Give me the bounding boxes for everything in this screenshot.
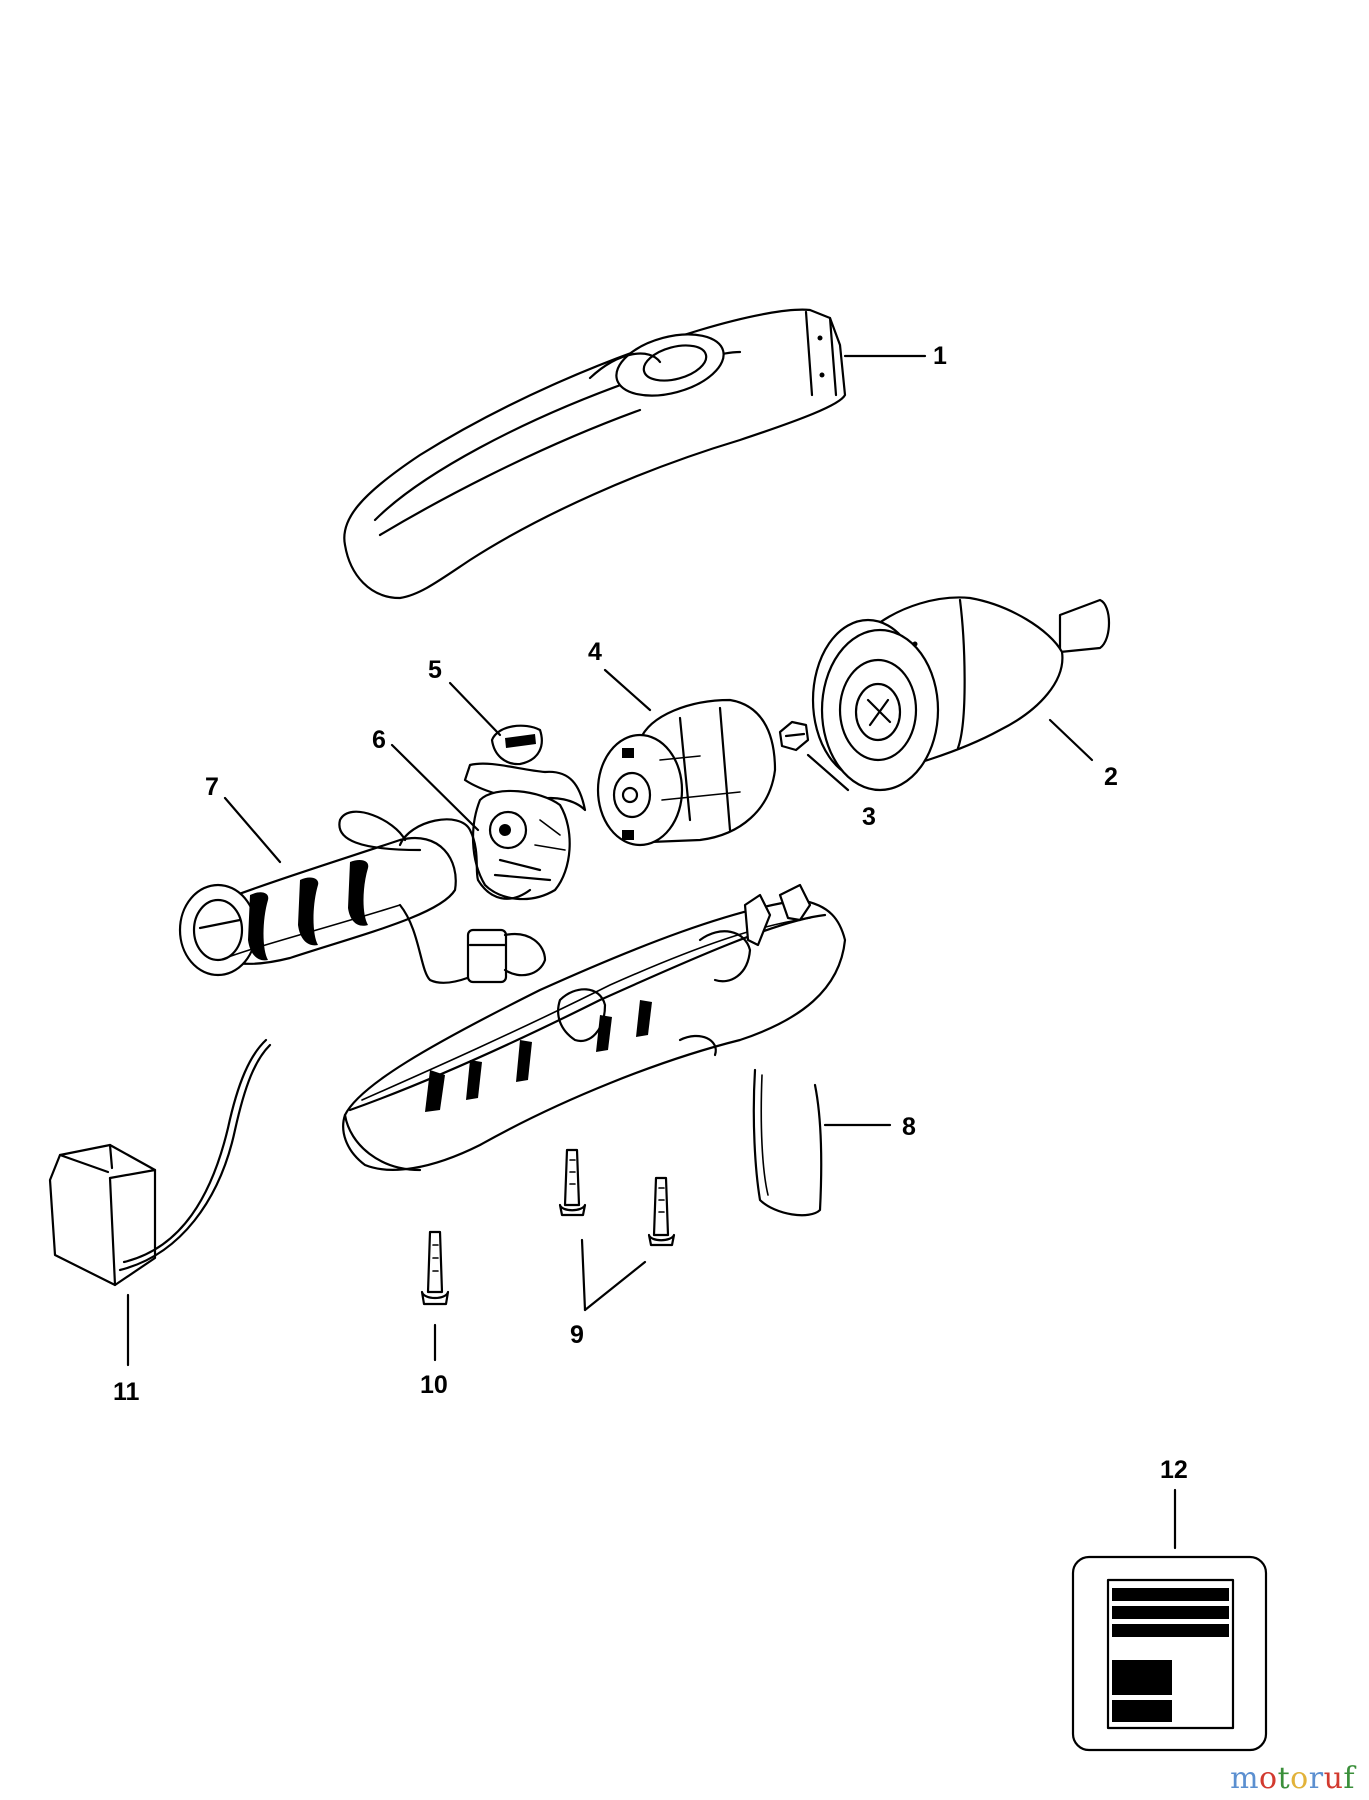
part-label-4: 4 <box>588 638 602 666</box>
watermark-letter: m <box>1230 1761 1260 1796</box>
part-label-2: 2 <box>1104 763 1118 791</box>
part-10-screw <box>420 1230 450 1306</box>
part-9-screws <box>558 1148 676 1247</box>
watermark-letter: o <box>1259 1761 1278 1796</box>
watermark-letter: u <box>1323 1761 1344 1796</box>
part-2-motor-housing <box>811 596 1111 792</box>
part-5-switch <box>463 724 587 812</box>
part-1-top-cover <box>343 308 847 600</box>
part-label-1: 1 <box>933 342 947 370</box>
part-label-6: 6 <box>372 726 386 754</box>
part-11-charger <box>48 1038 272 1287</box>
watermark-letter: o <box>1290 1761 1309 1796</box>
watermark-letter: r <box>1308 1761 1324 1796</box>
part-label-8: 8 <box>902 1113 916 1141</box>
bottom-housing <box>342 883 847 1172</box>
part-label-12: 12 <box>1160 1456 1188 1484</box>
part-label-9: 9 <box>570 1321 584 1349</box>
watermark-letter: t <box>1277 1761 1291 1796</box>
part-label-7: 7 <box>205 773 219 801</box>
part-label-11: 11 <box>113 1378 140 1406</box>
part-6-switch-assembly <box>472 789 571 901</box>
part-label-10: 10 <box>420 1371 448 1399</box>
part-label-5: 5 <box>428 656 442 684</box>
watermark: motoruf <box>1230 1761 1355 1796</box>
part-8-wire-clip <box>752 1068 823 1217</box>
part-12-label <box>1071 1555 1268 1752</box>
watermark-letter: f <box>1343 1761 1355 1796</box>
part-3-coupling <box>778 720 810 752</box>
part-label-3: 3 <box>862 803 876 831</box>
part-7-battery-pack <box>178 810 547 984</box>
leader-lines <box>126 354 1177 1550</box>
part-4-motor <box>596 698 777 847</box>
